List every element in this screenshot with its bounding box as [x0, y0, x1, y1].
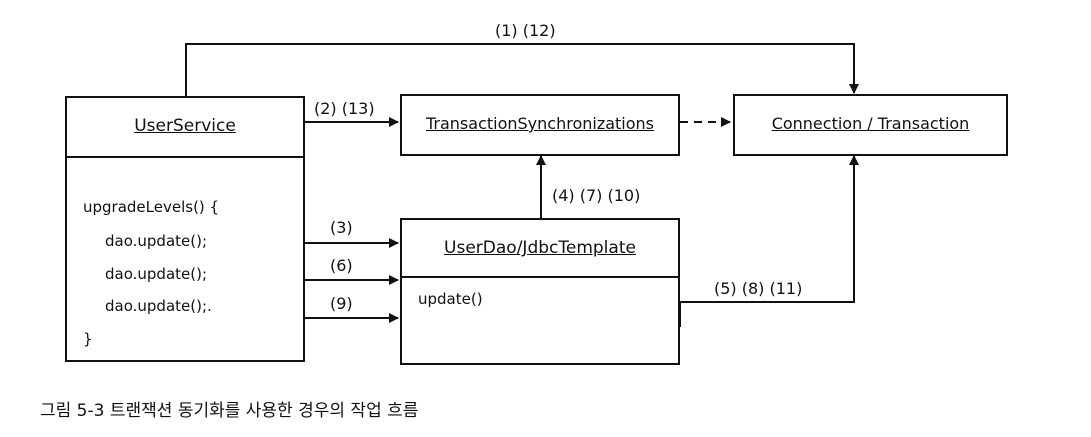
label-top: (1) (12) — [495, 21, 556, 40]
label-call-1: (3) — [330, 218, 353, 237]
label-dao-to-sync: (4) (7) (10) — [552, 186, 641, 205]
code-line: upgradeLevels() { — [83, 198, 220, 216]
user-dao-method: update() — [418, 290, 483, 308]
user-dao-box: UserDao/JdbcTemplate update() — [400, 218, 680, 365]
user-dao-divider — [402, 276, 678, 278]
code-line: dao.update(); — [105, 265, 208, 283]
label-call-3: (9) — [330, 294, 353, 313]
label-call-2: (6) — [330, 256, 353, 275]
code-line: } — [83, 330, 93, 348]
figure-caption: 그림 5-3 트랜잭션 동기화를 사용한 경우의 작업 흐름 — [40, 401, 419, 421]
user-service-box: UserService upgradeLevels() { dao.update… — [65, 96, 305, 362]
label-to-sync: (2) (13) — [314, 99, 375, 118]
arrow-dao-to-connection — [679, 155, 859, 327]
label-dao-to-connection: (5) (8) (11) — [714, 279, 803, 298]
code-line: dao.update(); — [105, 232, 208, 250]
connection-box: Connection / Transaction — [733, 94, 1008, 156]
connection-title: Connection / Transaction — [771, 114, 970, 133]
user-service-divider — [67, 156, 303, 158]
arrow-service-to-connection — [185, 43, 859, 96]
transaction-sync-title: TransactionSynchronizations — [425, 114, 655, 133]
transaction-sync-box: TransactionSynchronizations — [400, 94, 680, 156]
user-dao-title: UserDao/JdbcTemplate — [444, 238, 636, 258]
code-line: dao.update();. — [105, 297, 212, 315]
user-service-title: UserService — [134, 116, 236, 136]
